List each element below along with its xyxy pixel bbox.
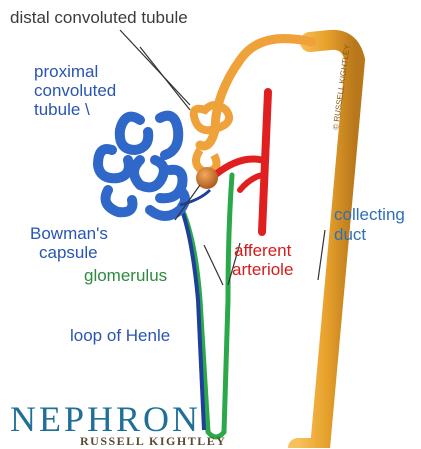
label-afferent-line1: afferent [234,242,291,259]
label-proximal-line1: proximal [34,63,98,80]
label-glomerulus: glomerulus [84,267,167,284]
label-proximal-line3: tubule \ [34,101,90,118]
label-bowmans-line2: capsule [39,244,98,261]
label-collecting-line2: duct [334,226,366,243]
label-proximal-line2: convoluted [34,82,116,99]
label-loop-of-henle: loop of Henle [70,327,170,344]
label-distal-convoluted-tubule: distal convoluted tubule [10,9,188,26]
arterioles [215,92,268,232]
label-afferent-line2: arteriole [232,261,293,278]
label-bowmans-line1: Bowman's [30,225,108,242]
label-collecting-line1: collecting [334,206,405,223]
proximal-convoluted-tubule [98,116,185,216]
distal-convoluted-tubule [194,39,312,172]
diagram-author: RUSSELL KIGHTLEY [80,434,226,449]
